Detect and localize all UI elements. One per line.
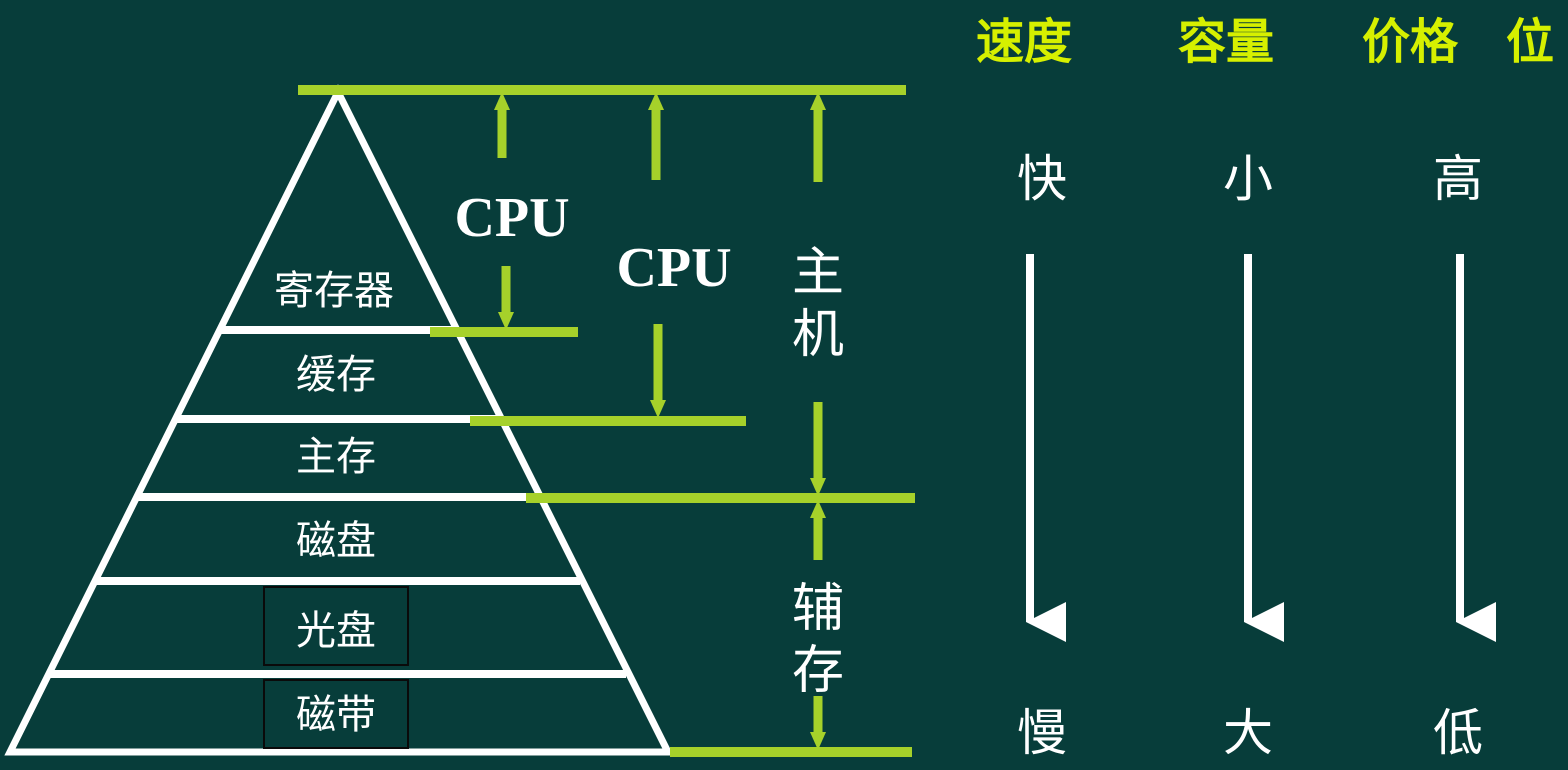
tape-frame xyxy=(263,679,409,749)
pyramid: 寄存器 缓存 主存 磁盘 光盘 磁带 xyxy=(4,84,674,756)
price-bottom: 低 xyxy=(1433,704,1483,762)
scope-arrows xyxy=(494,92,826,750)
level-main-memory: 主存 xyxy=(296,434,376,480)
level-magnetic-disk: 磁盘 xyxy=(296,518,376,564)
capacity-top: 小 xyxy=(1223,150,1273,208)
speed-bottom: 慢 xyxy=(1017,704,1067,762)
host-label-1: 主 xyxy=(792,243,844,303)
optical-disk-frame xyxy=(263,586,409,666)
price-top: 高 xyxy=(1433,150,1483,208)
trend-columns: 速度 容量 价格 位 快 小 高 慢 大 低 xyxy=(976,14,1554,762)
aux-label-1: 辅 xyxy=(792,579,844,639)
level-tape: 磁带 xyxy=(296,692,376,738)
header-extra: 位 xyxy=(1506,14,1554,70)
header-capacity: 容量 xyxy=(1178,14,1274,70)
speed-top: 快 xyxy=(1017,150,1067,208)
header-price: 价格 xyxy=(1362,14,1459,70)
level-register: 寄存器 xyxy=(274,268,394,314)
level-cache: 缓存 xyxy=(296,352,376,398)
capacity-bottom: 大 xyxy=(1223,704,1273,762)
aux-label-2: 存 xyxy=(792,641,844,701)
host-label-2: 机 xyxy=(792,305,844,365)
cpu-1-label: CPU xyxy=(454,187,569,249)
header-speed: 速度 xyxy=(976,14,1072,70)
scope-brackets xyxy=(298,85,915,757)
cpu-2-label: CPU xyxy=(616,237,731,299)
level-optical-disk: 光盘 xyxy=(296,608,376,654)
